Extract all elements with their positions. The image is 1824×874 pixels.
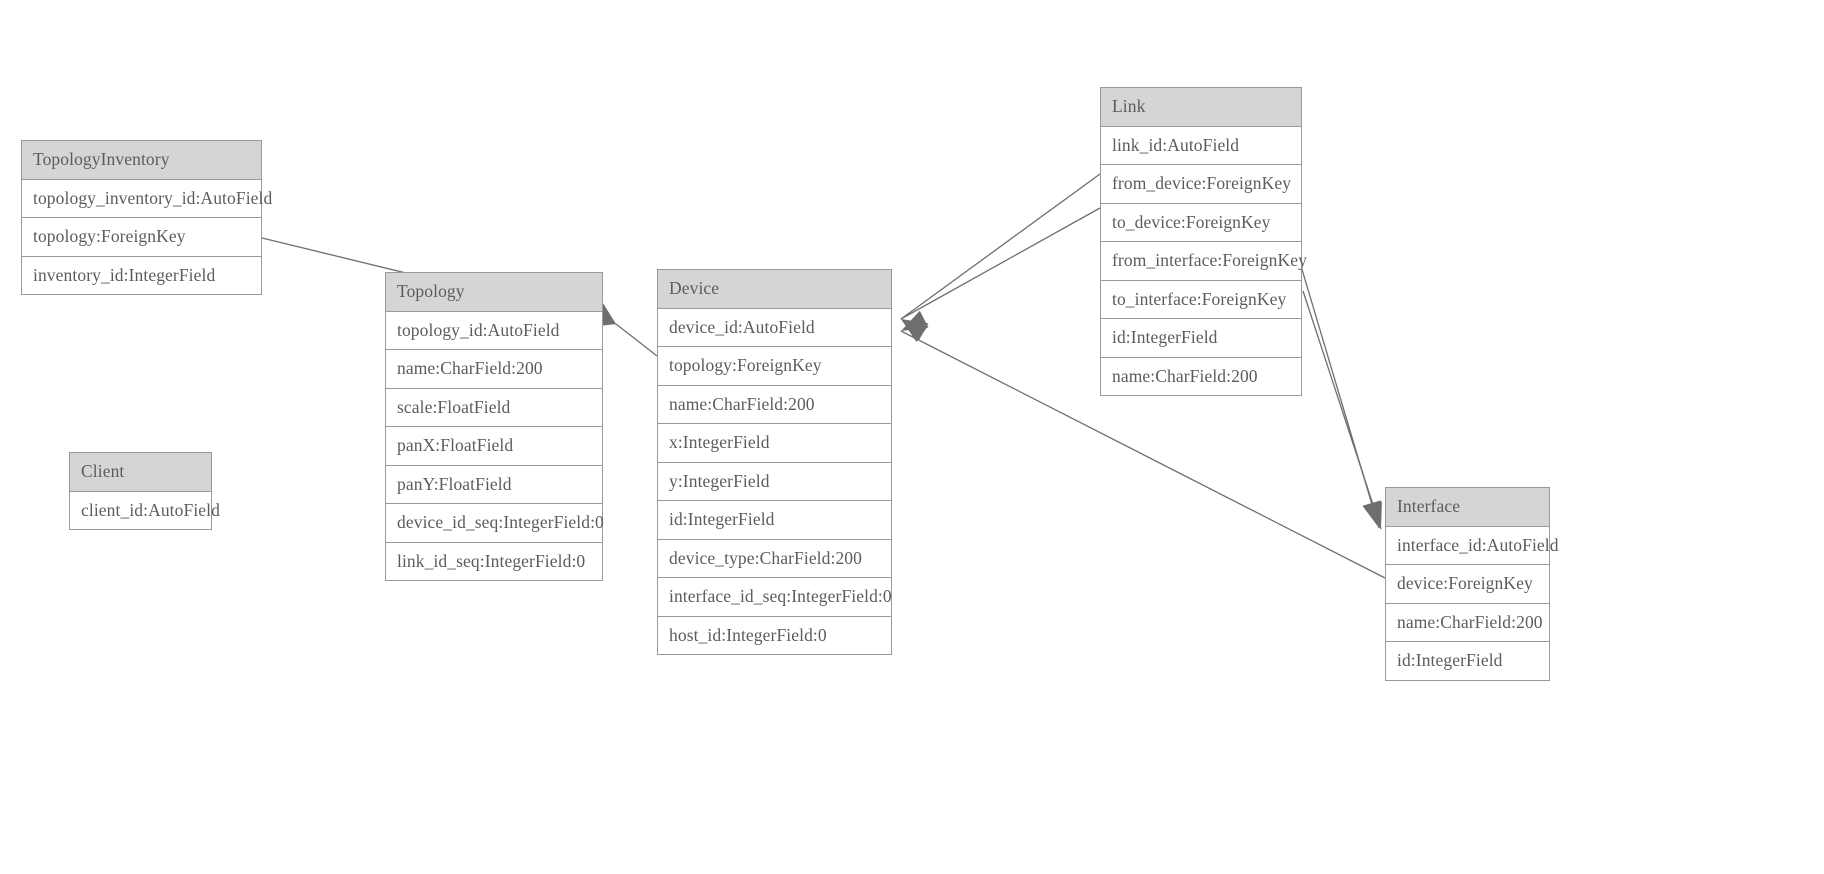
relationship-line-device-topology [615, 323, 658, 357]
entity-field: panX:FloatField [386, 427, 602, 466]
entity-field: x:IntegerField [658, 424, 891, 463]
entity-title-client: Client [70, 453, 211, 492]
relationship-line-link-to_interface [1302, 290, 1382, 530]
entity-field: device_id:AutoField [658, 308, 891, 347]
entity-field: device:ForeignKey [1386, 565, 1549, 604]
entity-field: inventory_id:IntegerField [22, 256, 261, 294]
entity-title-topology_inventory: TopologyInventory [22, 141, 261, 180]
entity-field: host_id:IntegerField:0 [658, 616, 891, 654]
entity-field: name:CharField:200 [1101, 357, 1301, 395]
entity-field: y:IntegerField [658, 462, 891, 501]
relationship-line-link-from_interface [1297, 255, 1380, 529]
entity-field: topology:ForeignKey [22, 218, 261, 257]
entity-field: interface_id_seq:IntegerField:0 [658, 578, 892, 617]
entity-field: topology_inventory_id:AutoField [22, 179, 272, 218]
entity-field: device_type:CharField:200 [658, 539, 891, 578]
entity-field: to_device:ForeignKey [1101, 203, 1301, 242]
relationship-arrowhead-interface-device [901, 310, 929, 331]
entity-field: topology_id:AutoField [386, 311, 602, 350]
entity-field: interface_id:AutoField [1386, 526, 1559, 565]
entity-field: topology:ForeignKey [658, 347, 891, 386]
relationship-line-link-to_device [900, 207, 1101, 320]
entity-title-interface: Interface [1386, 488, 1549, 527]
entity-field: panY:FloatField [386, 465, 602, 504]
entity-field: link_id_seq:IntegerField:0 [386, 542, 602, 580]
entity-field: id:IntegerField [1386, 642, 1549, 680]
relationship-line-link-from_device [900, 173, 1101, 320]
relationship-arrowhead-link-from_device [901, 319, 928, 342]
entity-field: from_interface:ForeignKey [1101, 242, 1307, 281]
entity-title-topology: Topology [386, 273, 602, 312]
entity-field: from_device:ForeignKey [1101, 165, 1301, 204]
entity-field: device_id_seq:IntegerField:0 [386, 504, 604, 543]
entity-title-link: Link [1101, 88, 1301, 127]
entity-field: to_interface:ForeignKey [1101, 280, 1301, 319]
entity-field: client_id:AutoField [70, 491, 220, 529]
entity-field: name:CharField:200 [1386, 603, 1549, 642]
entity-field: name:CharField:200 [386, 350, 602, 389]
entity-field: id:IntegerField [1101, 319, 1301, 358]
entity-title-device: Device [658, 270, 891, 309]
entity-field: link_id:AutoField [1101, 126, 1301, 165]
relationship-arrowhead-link-to_device [901, 319, 929, 340]
entity-field: scale:FloatField [386, 388, 602, 427]
entity-field: name:CharField:200 [658, 385, 891, 424]
entity-field: id:IntegerField [658, 501, 891, 540]
